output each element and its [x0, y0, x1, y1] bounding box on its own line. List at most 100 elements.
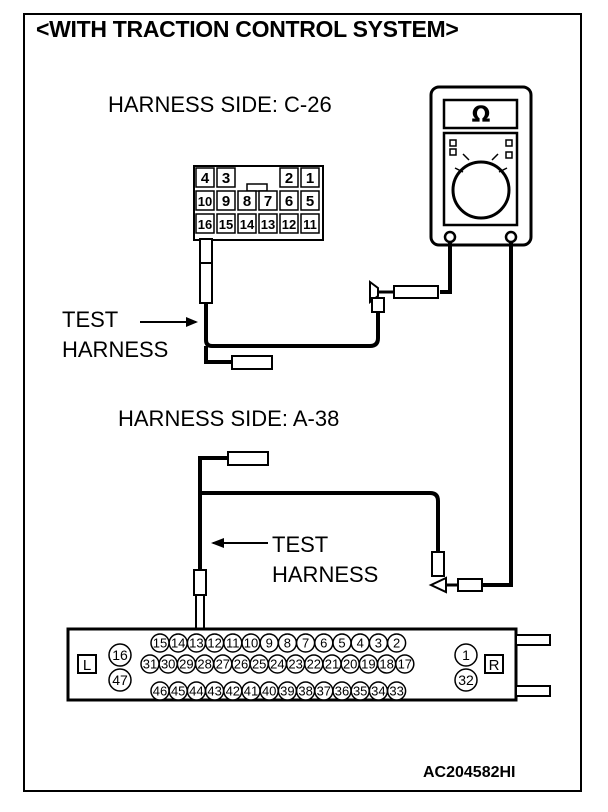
harness-side-c26-label: HARNESS SIDE: C-26 — [108, 92, 332, 117]
a38-pin-number: 22 — [307, 657, 321, 672]
c26-pin-cell — [279, 167, 299, 188]
figure-code: AC204582HI — [423, 764, 516, 781]
a38-pin — [386, 681, 407, 701]
a38-pin-number: 46 — [153, 684, 167, 699]
c26-pin-number: 2 — [285, 170, 293, 187]
a38-pin-number: 6 — [320, 636, 327, 651]
a38-pin-number: 11 — [226, 636, 240, 651]
a38-pin-number: 27 — [216, 657, 230, 672]
c26-pin-cell — [195, 213, 215, 234]
test-harness-2-line2: HARNESS — [272, 562, 379, 587]
c26-pin-cell — [258, 190, 278, 211]
a38-pin-number: 30 — [161, 657, 175, 672]
a38-pin-number: 45 — [171, 684, 185, 699]
c26-pin-cell — [279, 190, 299, 211]
c26-pin-number: 12 — [282, 217, 296, 232]
left-tag: L — [83, 657, 91, 674]
a38-pin-number: 4 — [357, 636, 364, 651]
ohm-symbol: Ω — [472, 103, 491, 128]
a38-pin-number: 9 — [266, 636, 273, 651]
a38-pin-number: 42 — [226, 684, 240, 699]
c26-pin-number: 13 — [261, 217, 275, 232]
a38-pin-number: 5 — [338, 636, 345, 651]
a38-pin-number: 43 — [207, 684, 221, 699]
a38-pin-number: 37 — [317, 684, 331, 699]
a38-pin-number: 10 — [244, 636, 258, 651]
c26-pin-number: 1 — [306, 170, 314, 187]
c26-pin-cell — [300, 167, 320, 188]
a38-pin-number: 44 — [189, 684, 203, 699]
ohmmeter: Ω — [429, 85, 533, 247]
a38-pin-number: 13 — [189, 636, 203, 651]
a38-pin — [454, 643, 478, 667]
a38-pin-number: 18 — [379, 657, 393, 672]
c26-pin-cell — [237, 213, 257, 234]
a38-pin-number: 20 — [343, 657, 357, 672]
a38-pin-number: 24 — [270, 657, 284, 672]
c26-pin-cell — [195, 167, 215, 188]
a38-pin-number: 2 — [393, 636, 400, 651]
test-harness-1-line1: TEST — [62, 307, 119, 332]
a38-pin-number: 29 — [179, 657, 193, 672]
c26-pin-number: 7 — [264, 193, 272, 210]
c26-pin-number: 15 — [219, 217, 233, 232]
a38-pin — [395, 654, 415, 674]
a38-pin — [108, 643, 132, 667]
test-harness-1-line2: HARNESS — [62, 337, 169, 362]
c26-pin-cell — [258, 213, 278, 234]
a38-pin-number: 25 — [252, 657, 266, 672]
test-harness-1 — [140, 238, 385, 370]
a38-pin-number: 31 — [143, 657, 157, 672]
a38-pin-number: 1 — [462, 647, 470, 663]
c26-pin-number: 4 — [201, 170, 210, 187]
c26-pin-cell — [195, 190, 215, 211]
a38-pin-number: 26 — [234, 657, 248, 672]
test-harness-2 — [193, 451, 445, 636]
c26-pin-cell — [216, 190, 236, 211]
a38-pin-number: 23 — [288, 657, 302, 672]
a38-pin-number: 28 — [197, 657, 211, 672]
a38-pin-number: 47 — [112, 672, 128, 688]
c26-pin-cell — [300, 190, 320, 211]
test-harness-2-line1: TEST — [272, 532, 329, 557]
diagram-frame — [23, 13, 582, 792]
a38-pin-number: 17 — [398, 657, 412, 672]
a38-pin-number: 8 — [284, 636, 291, 651]
a38-pin-number: 35 — [353, 684, 367, 699]
c26-pin-number: 10 — [198, 194, 212, 209]
diagram-title: <WITH TRACTION CONTROL SYSTEM> — [36, 16, 459, 42]
c26-pin-number: 5 — [306, 193, 314, 210]
harness-side-a38-label: HARNESS SIDE: A-38 — [118, 406, 340, 431]
a38-pin-number: 7 — [302, 636, 309, 651]
a38-pin-number: 19 — [361, 657, 375, 672]
a38-pin-number: 15 — [153, 636, 167, 651]
c26-pin-cell — [216, 213, 236, 234]
a38-pin-number: 38 — [298, 684, 312, 699]
a38-pin-number: 21 — [325, 657, 339, 672]
c26-pin-cell — [279, 213, 299, 234]
probe-lead-left — [369, 242, 452, 304]
a38-pin-number: 34 — [371, 684, 385, 699]
a38-pin-number: 41 — [244, 684, 258, 699]
a38-pin-number: 14 — [171, 636, 185, 651]
c26-pin-number: 11 — [303, 217, 317, 232]
c26-pin-number: 9 — [222, 193, 230, 210]
c26-pin-number: 8 — [243, 193, 251, 210]
c26-pin-cell — [300, 213, 320, 234]
a38-pin — [386, 633, 407, 653]
a38-pin-number: 40 — [262, 684, 276, 699]
a38-pin-number: 33 — [389, 684, 403, 699]
c26-pin-number: 16 — [198, 217, 212, 232]
c26-pin-cell — [237, 190, 257, 211]
a38-pin-number: 12 — [207, 636, 221, 651]
a38-pin-number: 39 — [280, 684, 294, 699]
a38-pin-number: 16 — [112, 647, 128, 663]
c26-pin-number: 14 — [240, 217, 255, 232]
c26-pin-number: 3 — [222, 170, 230, 187]
right-tag: R — [489, 657, 500, 674]
c26-pin-number: 6 — [285, 193, 293, 210]
a38-pin — [108, 668, 132, 692]
a38-pin-number: 3 — [375, 636, 382, 651]
